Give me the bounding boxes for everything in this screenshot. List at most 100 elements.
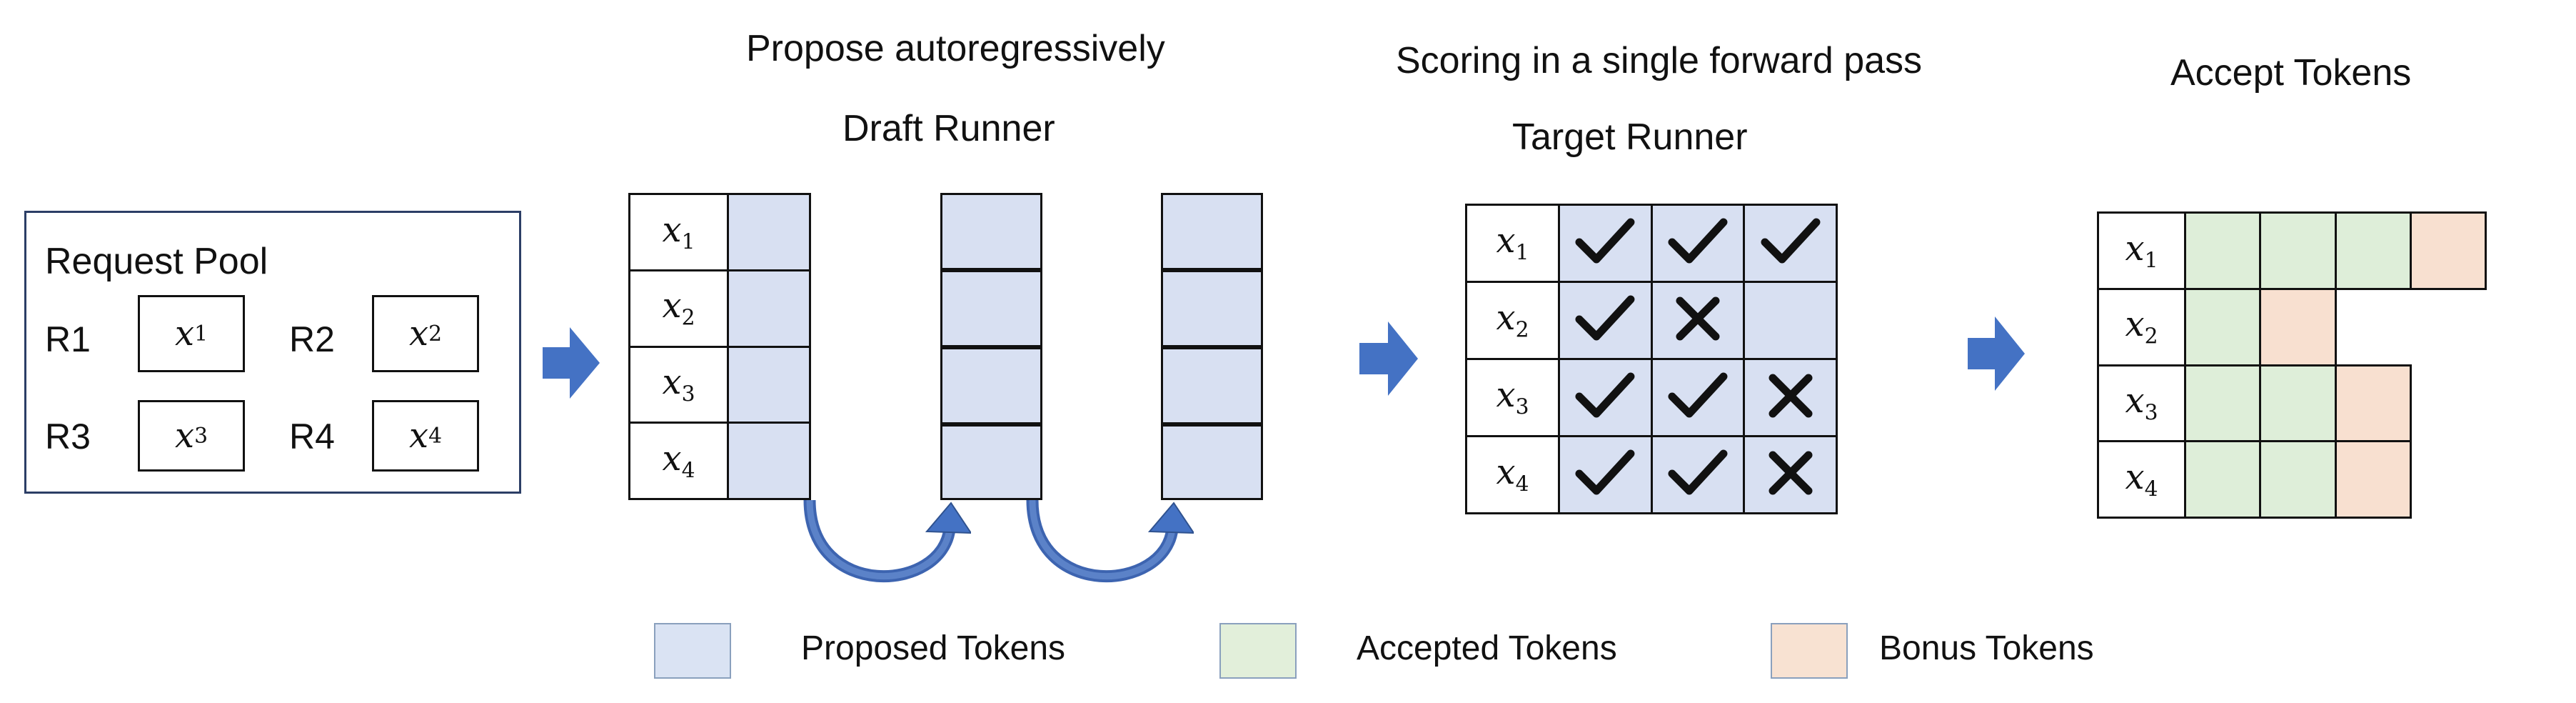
accepted-token-cell [2259,440,2337,519]
cross-icon [1769,451,1813,495]
token-var: x [662,362,682,403]
table-row: x3 [1465,358,1838,437]
score-cell [1650,204,1746,283]
bonus-token-cell [2334,440,2412,519]
cross-icon [1769,374,1813,418]
accept-heading: Accept Tokens [2170,52,2412,94]
request-label: R2 [289,319,335,359]
check-icon [1575,218,1635,264]
score-cell [1558,358,1653,437]
empty-cell [2410,365,2485,442]
accept-grid: x1 x2 x3 x4 [2097,211,2487,519]
token-cell: x3 [2097,364,2186,443]
legend-swatch-accepted [1219,623,1297,679]
proposed-token-cell [1161,193,1263,270]
token-var: x [662,209,682,250]
token-var: x [662,438,682,479]
check-icon [1575,295,1635,341]
proposed-token-cell [727,269,811,348]
token-sub: 2 [1515,317,1529,343]
token-sub: 4 [1515,472,1529,497]
check-icon [1575,372,1635,418]
legend-swatch-proposed [654,623,731,679]
token-cell: x3 [628,345,729,424]
bonus-token-cell [2259,287,2337,367]
token-var: x [408,314,429,354]
curved-arrow-icon [803,499,971,583]
table-row: x2 [1465,281,1838,360]
token-cell: x1 [1465,204,1560,283]
token-sub: 4 [428,423,442,449]
token-sub: 3 [2144,400,2158,426]
proposed-column [940,193,1042,500]
score-cell [1743,281,1838,360]
token-var: x [1496,375,1516,416]
score-cell [1743,204,1838,283]
token-var: x [174,314,195,354]
proposed-token-cell [1161,270,1263,347]
target-runner-title: Target Runner [1512,116,1748,158]
token-var: x [662,286,682,326]
check-icon [1761,218,1821,264]
score-cell [1558,435,1653,514]
token-var: x [1496,221,1516,261]
legend-swatch-bonus [1771,623,1848,679]
accepted-token-cell [2183,211,2262,290]
token-sub: 2 [428,321,442,346]
token-sub: 1 [2144,248,2158,274]
token-var: x [2125,304,2145,345]
bonus-token-cell [2409,211,2487,290]
table-row: x1 [2097,211,2487,290]
score-cell [1650,281,1746,360]
accepted-token-cell [2183,440,2262,519]
accepted-token-cell [2183,364,2262,443]
check-icon [1668,218,1728,264]
token-var: x [2125,381,2145,422]
token-sub: 3 [194,423,208,449]
target-runner-grid: x1 x2 x3 x4 [1465,204,1838,514]
table-row: x2 [628,269,811,348]
token-cell: x1 [2097,211,2186,290]
empty-cell [2335,289,2410,365]
token-sub: 4 [681,458,695,484]
table-row: x4 [628,422,811,500]
draft-runner-grid: x1 x2 x3 x4 [628,193,811,500]
token-cell: x3 [1465,358,1560,437]
arrow-right-icon [543,327,600,399]
scoring-heading: Scoring in a single forward pass [1396,40,1923,81]
table-row: x1 [628,193,811,271]
request-label: R4 [289,417,335,457]
accepted-token-cell [2183,287,2262,367]
token-sub: 2 [681,305,695,331]
token-cell: x4 [1465,435,1560,514]
token-cell: x2 [628,269,729,348]
proposed-token-cell [727,345,811,424]
score-cell [1743,358,1838,437]
token-sub: 3 [681,382,695,407]
check-icon [1668,449,1728,495]
table-row: x4 [1465,435,1838,514]
accepted-token-cell [2259,211,2337,290]
empty-cell [2410,289,2485,365]
score-cell [1743,435,1838,514]
proposed-token-cell [940,270,1042,347]
token-var: x [408,416,429,456]
token-var: x [174,416,195,456]
propose-heading: Propose autoregressively [746,28,1165,69]
table-row: x2 [2097,287,2486,367]
proposed-column [1161,193,1263,500]
token-cell: x4 [2097,440,2186,519]
proposed-token-cell [1161,347,1263,424]
accepted-token-cell [2259,364,2337,443]
empty-cell [2410,442,2485,518]
score-cell [1558,281,1653,360]
token-var: x [2125,457,2145,497]
token-var: x [2125,228,2145,269]
table-row: x4 [2097,440,2486,519]
proposed-token-cell [940,347,1042,424]
legend-label-bonus: Bonus Tokens [1879,629,2094,667]
proposed-token-cell [940,193,1042,270]
